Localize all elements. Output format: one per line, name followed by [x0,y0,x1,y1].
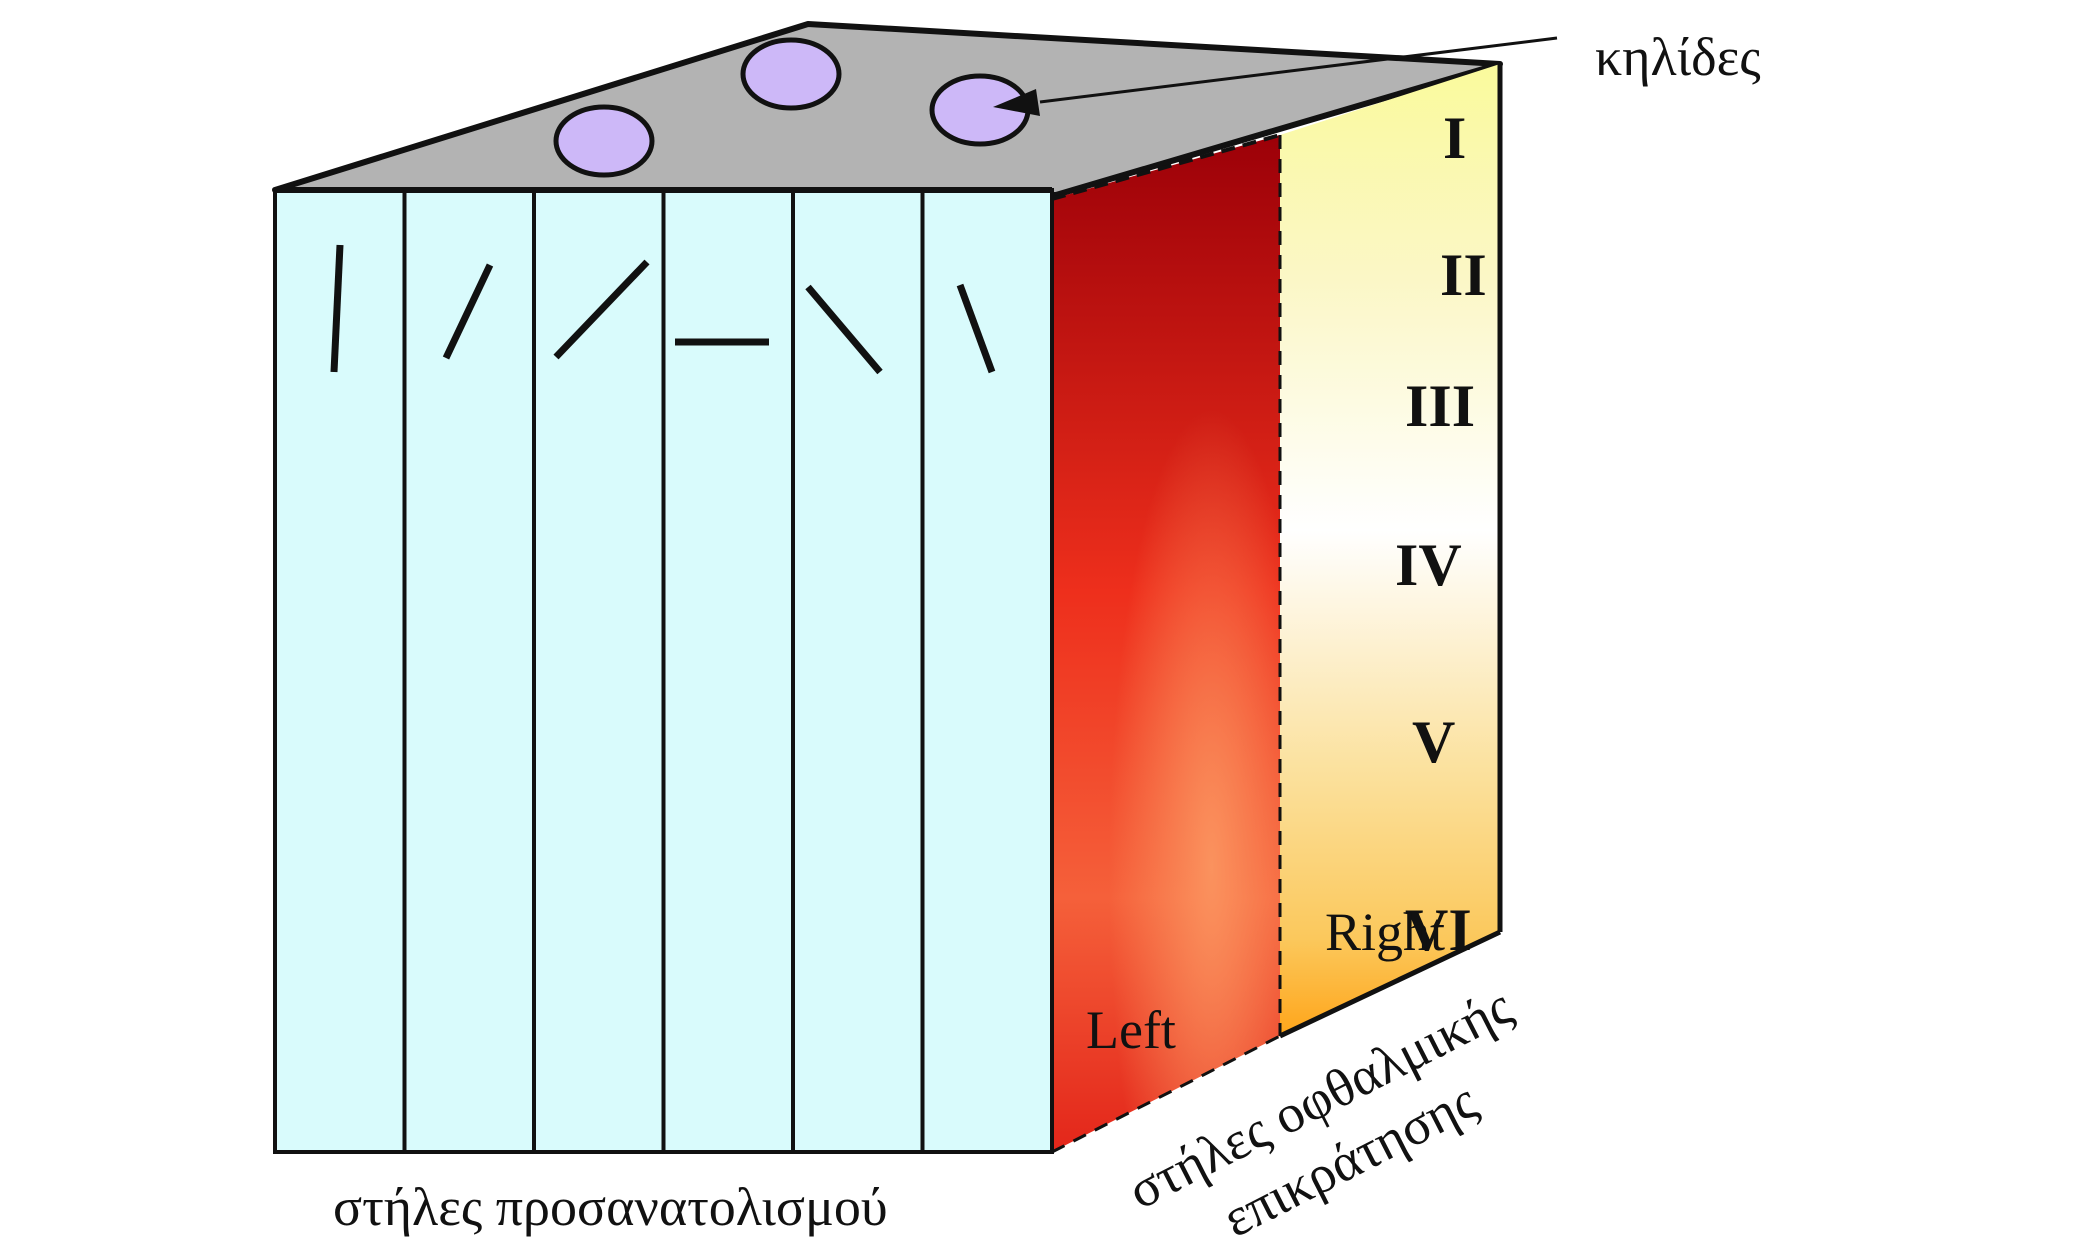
orientation-column [791,188,925,1154]
top-right-dashed-edge [1051,133,1281,201]
right-face-bottom-edge [1278,929,1502,1039]
right-eye-column [1280,64,1500,1036]
orientation-bar [330,244,344,373]
orientation-bar [805,284,883,375]
orientation-columns [273,187,1054,1154]
left-eye-label: Left [1086,1000,1176,1060]
orientation-column [402,188,536,1154]
orientation-column [920,188,1054,1154]
blobs [553,37,1031,178]
orientation-bar [956,283,996,374]
orientation-bar [553,259,650,360]
layer-label: VI [1405,897,1472,963]
orientation-column [532,188,666,1154]
blobs-label: κηλίδες [1595,27,1761,87]
layer-label: II [1440,242,1487,308]
layer-label: IV [1395,532,1462,598]
left-eye-glow [1052,135,1280,1152]
layer-label: III [1405,373,1475,439]
orientation-columns-label: στήλες προσανατολισμού [333,1177,888,1237]
orientation-bar [442,263,494,360]
blob [553,104,655,178]
orientation-column [661,188,795,1154]
blob [740,37,842,111]
bottom-dashed-edge [1051,1034,1281,1154]
blobs-arrow [993,36,1558,116]
right-eye-label: Right [1325,902,1445,962]
orientation-column [273,188,407,1154]
layer-label: I [1443,105,1466,171]
layer-label: V [1412,709,1455,775]
